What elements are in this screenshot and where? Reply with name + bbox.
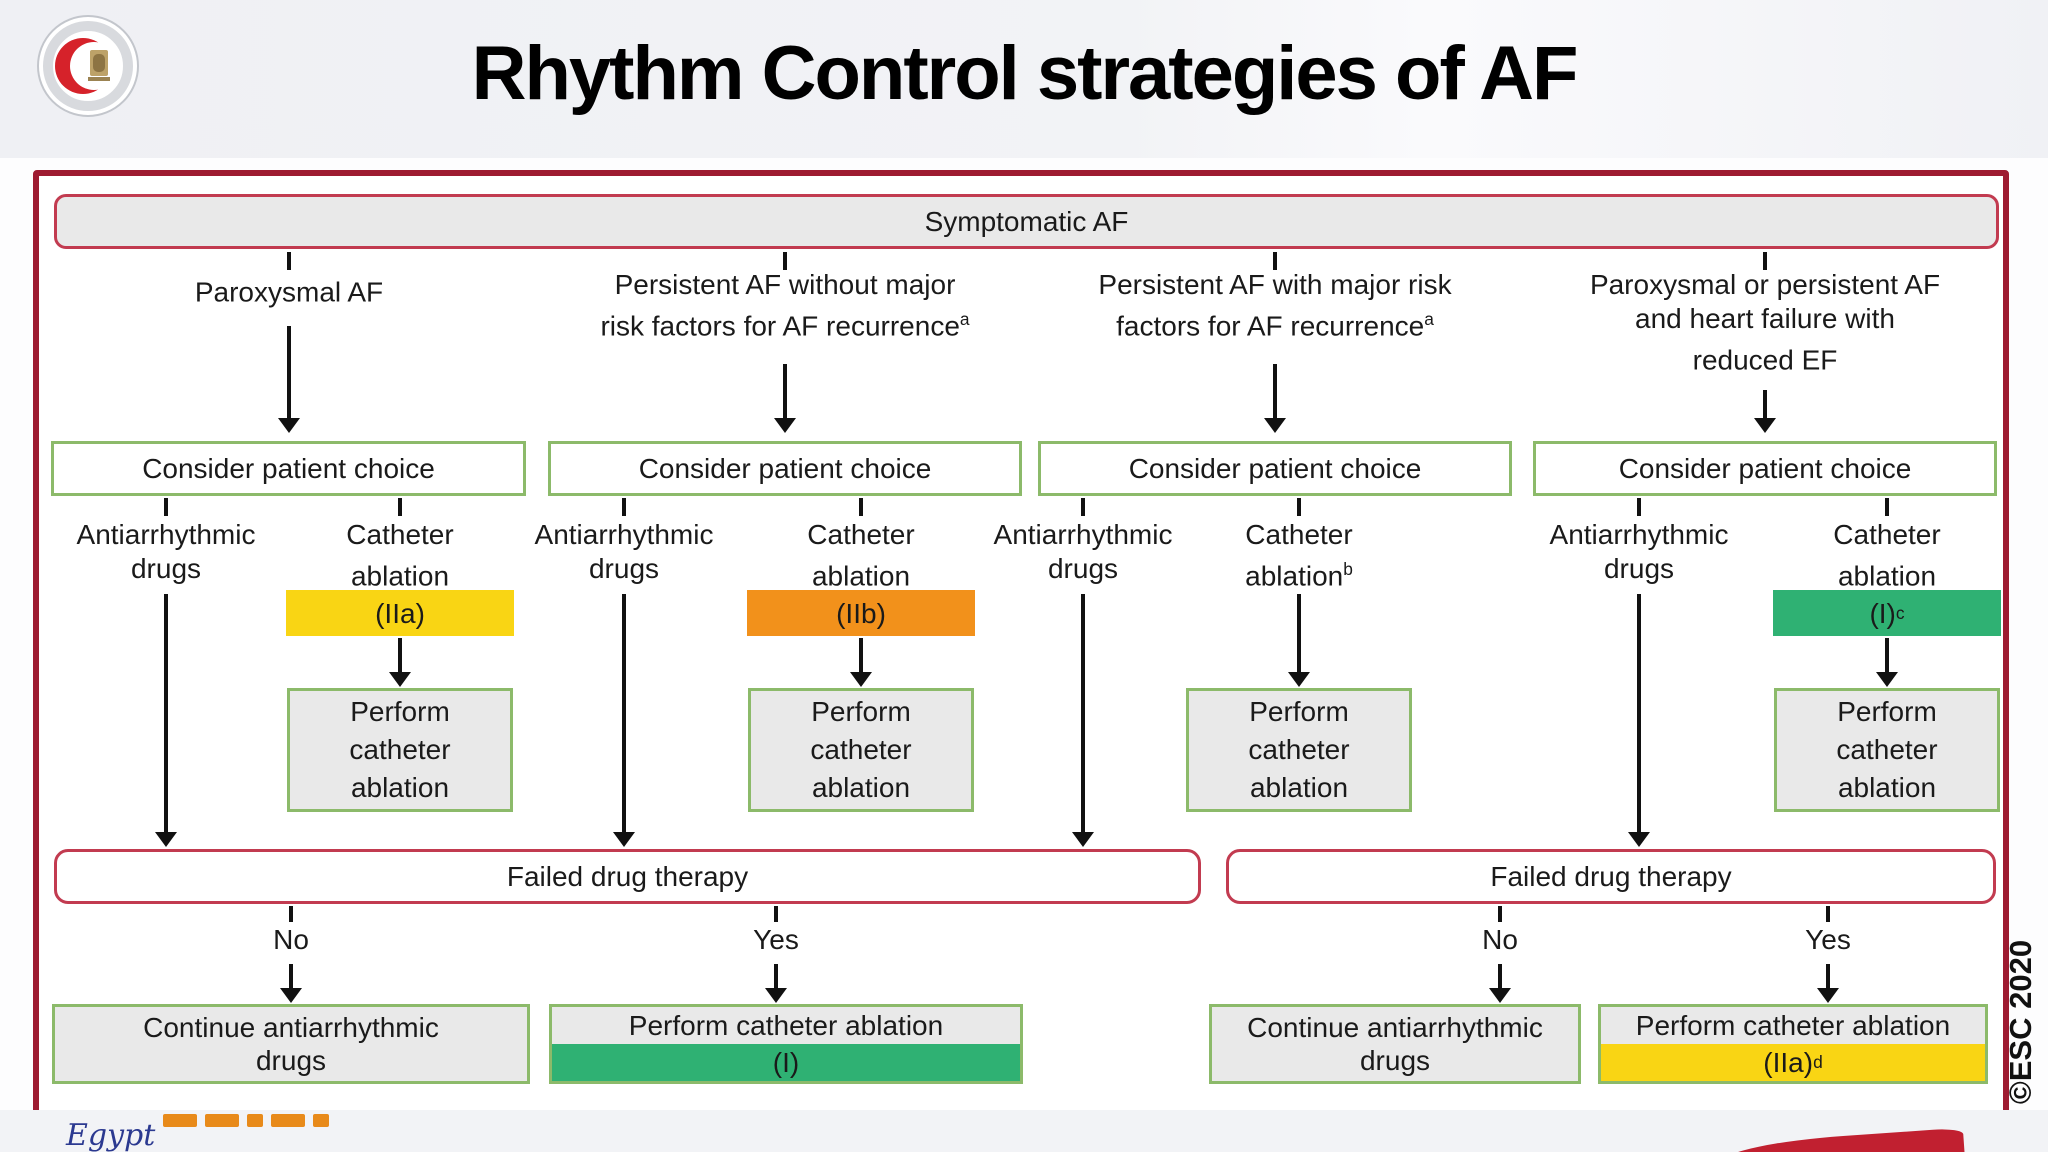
node-failed-drug-therapy-right: Failed drug therapy [1226, 849, 1996, 904]
node-perform-ablation-1: Perform catheter ablation [287, 688, 513, 812]
connector-tick [774, 906, 778, 922]
node-failed-drug-therapy-left: Failed drug therapy [54, 849, 1201, 904]
node-continue-drugs-left: Continue antiarrhythmic drugs [52, 1004, 530, 1084]
node-consider-choice-1: Consider patient choice [51, 441, 526, 496]
node-consider-choice-2: Consider patient choice [548, 441, 1022, 496]
connector-tick [398, 498, 402, 516]
footer-red-swoosh-logo [1723, 1127, 1965, 1152]
class-badge-IIa-outcome: (IIa)d [1601, 1044, 1985, 1081]
arrow-down [164, 594, 168, 832]
faculty-of-medicine-crest-logo [36, 14, 140, 118]
decision-yes-right: Yes [1805, 924, 1851, 955]
flowchart-frame: Symptomatic AF Paroxysmal AF Persistent … [33, 170, 2009, 1117]
connector-tick [289, 906, 293, 922]
footer-partner-logo: Egypt [66, 1114, 330, 1152]
option-antiarrhythmic-drugs-4: Antiarrhythmic drugs [1549, 519, 1729, 584]
footer-band: Egypt [0, 1110, 2048, 1152]
arrow-down [1763, 390, 1767, 418]
condition-af-heart-failure: Paroxysmal or persistent AF and heart fa… [1589, 269, 1941, 376]
header-band [0, 0, 2048, 158]
option-antiarrhythmic-drugs-3: Antiarrhythmic drugs [993, 519, 1173, 584]
arrow-down [398, 638, 402, 672]
decision-no-right: No [1482, 924, 1518, 955]
arrow-down [1885, 638, 1889, 672]
node-consider-choice-3: Consider patient choice [1038, 441, 1512, 496]
decision-yes-left: Yes [753, 924, 799, 955]
node-perform-ablation-3: Perform catheter ablation [1186, 688, 1412, 812]
footer-logo-letter-block [313, 1114, 330, 1127]
arrow-down [622, 594, 626, 832]
arrow-down [1826, 964, 1830, 988]
connector-tick [164, 498, 168, 516]
connector-tick [1498, 906, 1502, 922]
node-consider-choice-4: Consider patient choice [1533, 441, 1997, 496]
connector-tick [859, 498, 863, 516]
arrow-down [1297, 594, 1301, 672]
class-badge-I: (I)c [1773, 590, 2001, 636]
footer-logo-letter-block [205, 1114, 240, 1127]
condition-persistent-af-without-risk: Persistent AF without major risk factors… [600, 269, 970, 342]
option-antiarrhythmic-drugs-1: Antiarrhythmic drugs [76, 519, 256, 584]
class-badge-I-outcome: (I) [552, 1044, 1020, 1081]
outcome-label: Perform catheter ablation [1635, 1010, 1951, 1041]
node-symptomatic-af: Symptomatic AF [54, 194, 1999, 249]
footer-logo-letter-block [163, 1114, 198, 1127]
connector-tick [1273, 252, 1277, 270]
option-catheter-ablation-1: Catheter ablation [346, 519, 454, 592]
node-perform-ablation-class-IIa: Perform catheter ablation (IIa)d [1598, 1004, 1988, 1084]
outcome-label: Perform catheter ablation [628, 1010, 944, 1041]
connector-tick [783, 252, 787, 270]
condition-paroxysmal-af: Paroxysmal AF [194, 276, 384, 308]
connector-tick [1081, 498, 1085, 516]
class-badge-IIb: (IIb) [747, 590, 975, 636]
connector-tick [287, 252, 291, 270]
node-continue-drugs-right: Continue antiarrhythmic drugs [1209, 1004, 1581, 1084]
arrow-down [287, 326, 291, 418]
arrow-down [289, 964, 293, 988]
arrow-down [1498, 964, 1502, 988]
arrow-down [783, 364, 787, 418]
page-title: Rhythm Control strategies of AF [471, 31, 1579, 116]
arrow-down [859, 638, 863, 672]
condition-persistent-af-with-risk: Persistent AF with major risk factors fo… [1098, 269, 1452, 342]
connector-tick [1885, 498, 1889, 516]
option-catheter-ablation-2: Catheter ablation [807, 519, 915, 592]
class-badge-IIa: (IIa) [286, 590, 514, 636]
arrow-down [1637, 594, 1641, 832]
option-antiarrhythmic-drugs-2: Antiarrhythmic drugs [534, 519, 714, 584]
footer-logo-letter-block [247, 1114, 264, 1127]
node-symptomatic-af-label: Symptomatic AF [924, 206, 1129, 237]
node-perform-ablation-4: Perform catheter ablation [1774, 688, 2000, 812]
connector-tick [1637, 498, 1641, 516]
esc-copyright-text: ©ESC 2020 [2003, 939, 2038, 1105]
arrow-down [774, 964, 778, 988]
option-catheter-ablation-3: Catheter ablationb [1245, 519, 1353, 592]
arrow-down [1081, 594, 1085, 832]
connector-tick [1826, 906, 1830, 922]
footer-logo-script-text: Egypt [66, 1118, 156, 1152]
connector-tick [1763, 252, 1767, 270]
node-perform-ablation-class-I: Perform catheter ablation (I) [549, 1004, 1023, 1084]
connector-tick [1297, 498, 1301, 516]
arrow-down [1273, 364, 1277, 418]
decision-no-left: No [273, 924, 309, 955]
footer-logo-letter-block [271, 1114, 306, 1127]
connector-tick [622, 498, 626, 516]
option-catheter-ablation-4: Catheter ablation [1833, 519, 1941, 592]
crescent-crest-icon [37, 15, 139, 117]
node-perform-ablation-2: Perform catheter ablation [748, 688, 974, 812]
